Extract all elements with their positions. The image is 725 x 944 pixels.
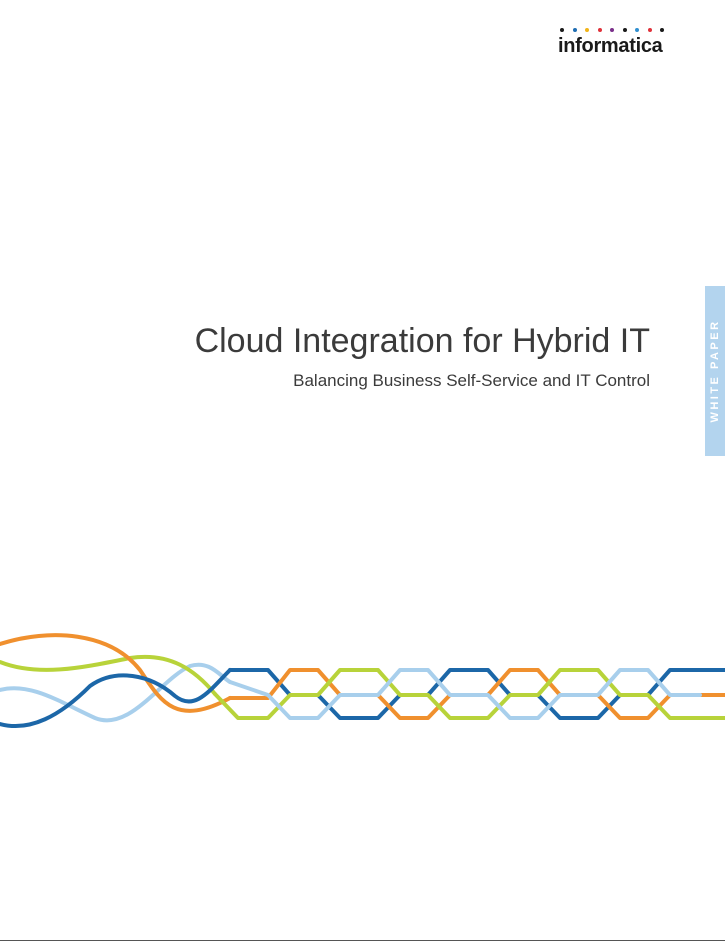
logo-dots [560,28,683,34]
white-paper-tab: WHITE PAPER [705,286,725,456]
logo-dot [610,28,614,32]
logo-dot [585,28,589,32]
logo-dot [597,28,602,32]
white-paper-label: WHITE PAPER [709,319,721,423]
logo-dot [635,28,639,32]
strand-green-braid [213,668,725,720]
document-title: Cloud Integration for Hybrid IT [194,322,650,360]
strand-dark-blue-intro [0,668,232,729]
logo-dot [560,28,564,32]
strand-light-blue-intro [0,662,232,723]
logo-dot [622,28,627,32]
woven-strands-graphic [0,633,725,729]
logo-dot [647,28,652,32]
logo-dot [660,28,664,32]
informatica-logo: informatica [558,28,683,57]
document-subtitle: Balancing Business Self-Service and IT C… [293,371,650,390]
strand-light-blue-braid [228,668,702,720]
logo-wordmark: informatica [558,35,663,57]
strand-orange-intro [0,633,232,713]
bottom-rule [0,940,725,941]
logo-dot [572,28,577,32]
